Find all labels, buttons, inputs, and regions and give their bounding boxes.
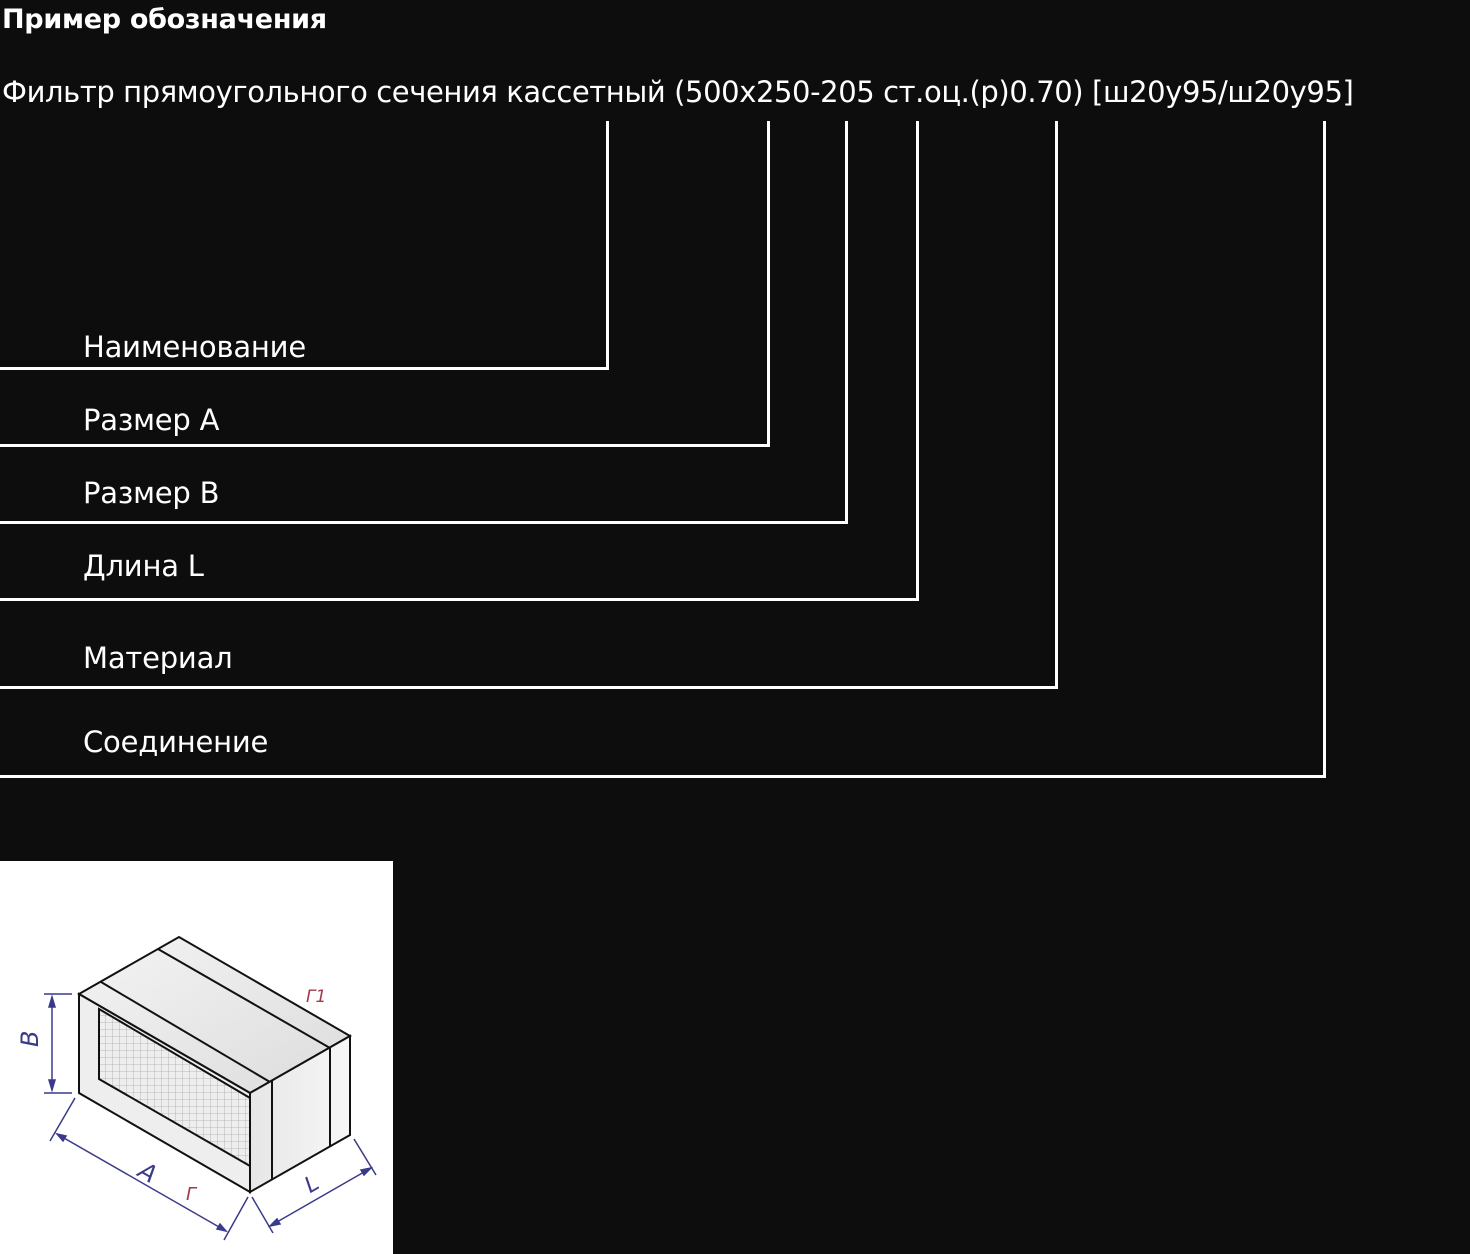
bracket-connection-vertical [1323,121,1326,776]
legend-label-length: Длина L [83,549,204,583]
bracket-name-horizontal [0,367,609,370]
bracket-size-a-horizontal [0,444,770,447]
legend-label-size-a: Размер А [83,403,220,437]
dimension-a [49,1097,249,1241]
mesh-opening [98,1007,251,1168]
bracket-name-vertical [606,121,609,368]
legend-label-connection: Соединение [83,725,269,759]
legend-label-material: Материал [83,641,233,675]
bracket-material-horizontal [0,686,1058,689]
flange-mark-g1: Г1 [306,987,326,1007]
bracket-connection-horizontal [0,775,1326,778]
filter-drawing: B A L Г Г1 [0,861,393,1254]
dimension-l [251,1138,377,1234]
dimension-b-label: B [16,1031,44,1047]
legend-label-size-b: Размер В [83,476,220,510]
flange-mark-g: Г [186,1184,198,1205]
bracket-size-b-horizontal [0,521,848,524]
legend-label-name: Наименование [83,330,306,364]
designation-code: Фильтр прямоугольного сечения кассетный … [2,75,1354,109]
bracket-length-horizontal [0,598,919,601]
dimension-l-label: L [300,1171,323,1199]
dimension-a-label: A [132,1155,162,1188]
page-title: Пример обозначения [2,4,327,35]
bracket-length-vertical [916,121,919,599]
bracket-size-b-vertical [845,121,848,522]
dimension-b [44,993,72,1094]
bracket-material-vertical [1055,121,1058,687]
bracket-size-a-vertical [767,121,770,445]
